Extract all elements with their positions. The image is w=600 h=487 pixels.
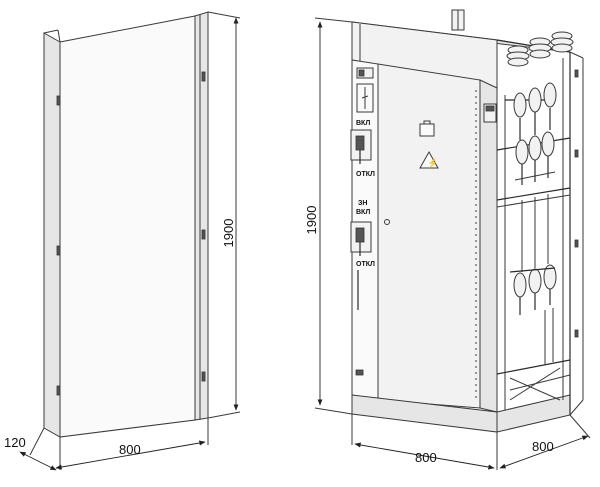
dim-line-right-width — [354, 442, 495, 470]
dim-line-right-depth — [499, 435, 589, 469]
dim-right-width: 800 — [415, 450, 437, 465]
left-flange-slots — [56, 95, 61, 396]
cabinet-front-door[interactable] — [377, 63, 481, 409]
dim-left-width: 800 — [119, 442, 141, 457]
cabinet-side-plinth — [496, 394, 571, 433]
dim-right-depth: 800 — [532, 439, 554, 454]
side-panel-drawing: 1900 800 120 — [4, 11, 241, 471]
lower-drive-handle[interactable] — [350, 221, 372, 256]
middle-disconnector — [514, 131, 556, 185]
door-lock[interactable] — [384, 219, 390, 225]
upper-disconnector — [505, 82, 557, 140]
dim-left-height: 1900 — [221, 219, 236, 248]
right-flange-slots — [201, 71, 206, 382]
warning-sign — [419, 150, 439, 169]
manufacturer-plate — [356, 67, 374, 79]
label-on-2: ВКЛ — [356, 209, 370, 216]
dim-right-height: 1900 — [304, 206, 319, 235]
dim-left-depth: 120 — [4, 435, 26, 450]
upper-drive-handle[interactable] — [350, 129, 372, 164]
side-panel-right-flange — [194, 11, 209, 421]
cabinet-drawing: ВКЛ ОТКЛ ЗН ВКЛ ОТКЛ ⚡ — [304, 9, 591, 470]
label-off-2: ОТКЛ — [356, 261, 375, 268]
label-zn: ЗН — [358, 200, 367, 207]
cabinet-right-pillar — [479, 79, 498, 413]
door-window — [419, 123, 435, 137]
dim-line-left-depth — [19, 451, 57, 471]
dim-line-left-width — [55, 440, 206, 470]
top-insulators — [506, 31, 574, 67]
side-panel-left-flange — [43, 32, 61, 438]
label-on-1: ВКЛ — [356, 120, 370, 127]
label-off-1: ОТКЛ — [356, 171, 375, 178]
lower-disconnector — [509, 194, 557, 315]
high-voltage-icon: ⚡ — [427, 157, 438, 169]
bottom-indicator — [355, 369, 364, 376]
side-panel-face — [59, 15, 196, 438]
